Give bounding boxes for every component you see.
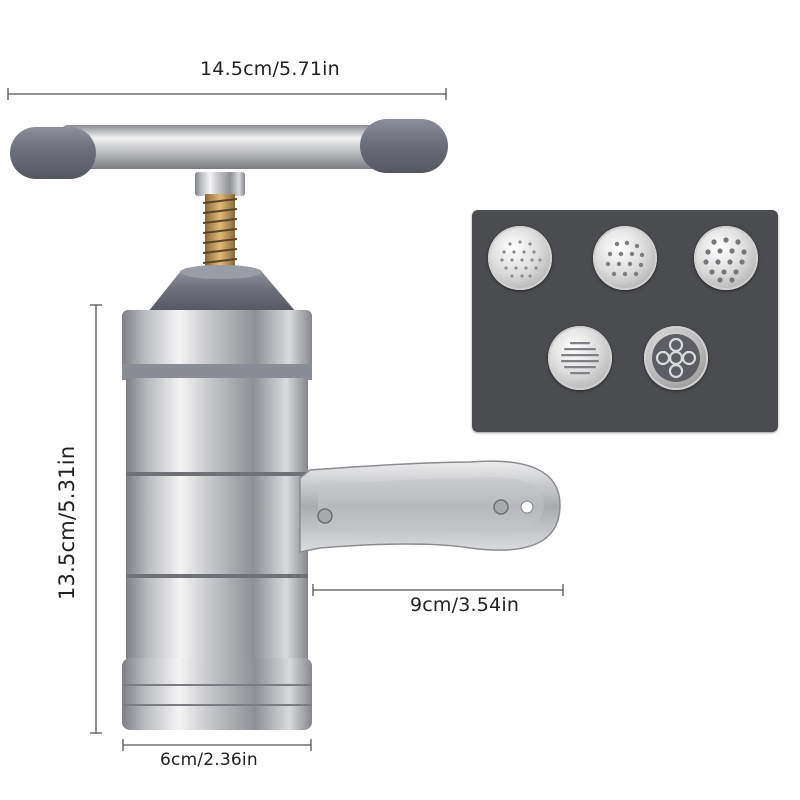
mold-disc-flat-slots <box>548 326 612 390</box>
mold-disc-large-holes <box>694 226 758 290</box>
left-handle-cap <box>10 127 96 179</box>
base-width-label: 6cm/2.36in <box>160 750 258 770</box>
screw-assembly <box>195 172 245 276</box>
mold-disc-medium-holes <box>593 226 657 290</box>
height-dimension-line <box>90 304 102 734</box>
height-label: 13.5cm/5.31in <box>55 445 79 600</box>
t-handle <box>10 119 448 179</box>
pivot-screw <box>317 508 333 524</box>
side-handle <box>299 460 561 553</box>
tube-rings-pattern <box>652 334 700 382</box>
hang-hole <box>520 500 534 514</box>
barrel <box>122 310 312 730</box>
handle-screw <box>493 499 509 515</box>
width-label: 14.5cm/5.71in <box>200 58 340 80</box>
large-holes-pattern <box>703 237 747 283</box>
right-handle-cap <box>360 119 448 173</box>
handle-dimension-line <box>312 584 564 596</box>
mold-disc-panel <box>472 210 778 432</box>
small-holes-pattern <box>500 240 542 278</box>
base-dimension-line <box>122 739 312 751</box>
medium-holes-pattern <box>605 240 645 277</box>
mold-disc-tube-rings <box>644 326 708 390</box>
handle-length-label: 9cm/3.54in <box>410 594 520 616</box>
flat-slots-pattern <box>561 342 599 375</box>
width-dimension-line <box>7 88 447 100</box>
mold-disc-small-holes <box>488 226 552 290</box>
top-cap <box>148 265 296 312</box>
